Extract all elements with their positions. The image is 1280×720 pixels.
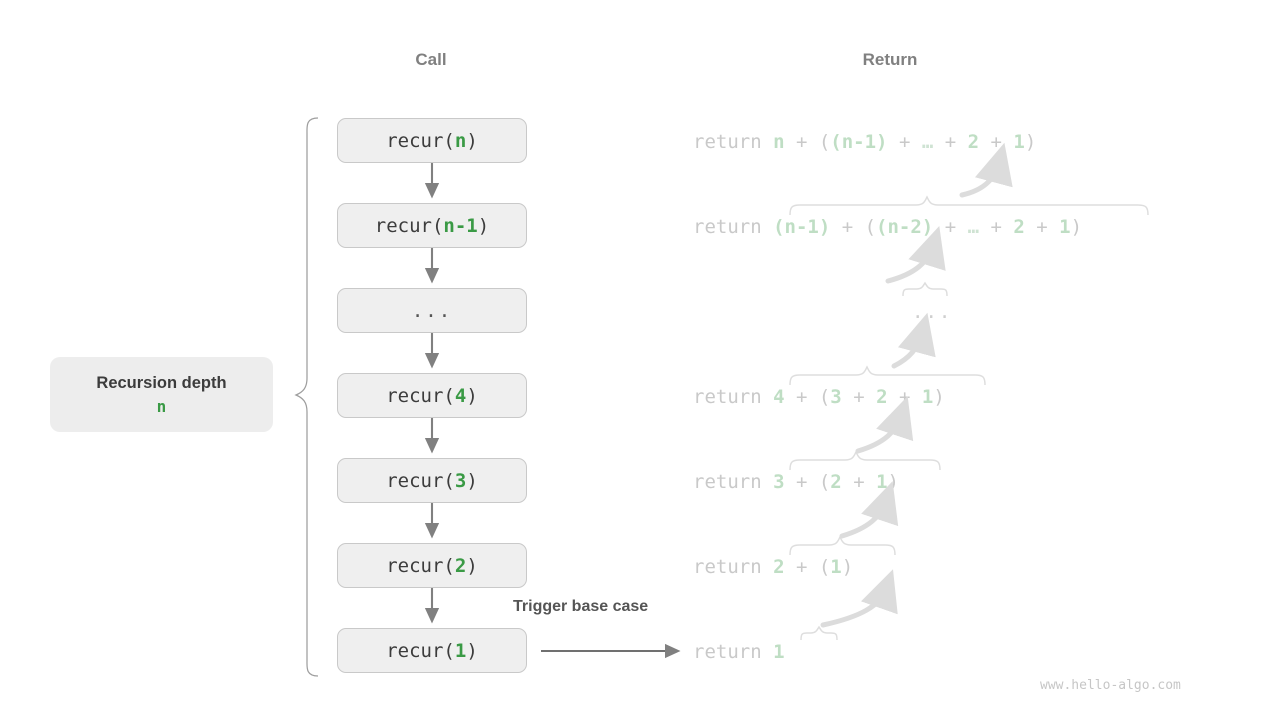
return-ellipsis: ... — [912, 301, 953, 323]
return-expression-3: return 3 + (2 + 1) — [693, 471, 899, 493]
call-frame-3: recur(3) — [337, 458, 527, 503]
call-frame-text: recur(1) — [386, 639, 478, 662]
call-frame-1: recur(1) — [337, 628, 527, 673]
recursion-depth-badge: Recursion depth n — [50, 357, 273, 432]
call-frame-n: recur(n) — [337, 118, 527, 163]
return-expression-n-1: return (n-1) + ((n-2) + … + 2 + 1) — [693, 216, 1083, 238]
return-expression-1: return 1 — [693, 641, 785, 663]
watermark: www.hello-algo.com — [1040, 678, 1181, 693]
call-frame-text: recur(n-1) — [374, 214, 490, 237]
recursion-depth-brace — [294, 117, 319, 677]
call-frame-text: recur(3) — [386, 469, 478, 492]
recursion-depth-title: Recursion depth — [96, 373, 227, 392]
trigger-base-case-label: Trigger base case — [513, 598, 649, 615]
column-header-return: Return — [862, 50, 918, 69]
column-header-call: Call — [415, 50, 447, 69]
call-frame-2: recur(2) — [337, 543, 527, 588]
return-expression-n: return n + ((n-1) + … + 2 + 1) — [693, 131, 1037, 153]
call-frame-n-1: recur(n-1) — [337, 203, 527, 248]
call-frame-text: recur(2) — [386, 554, 478, 577]
call-frame-text: recur(4) — [386, 384, 478, 407]
call-frame-4: recur(4) — [337, 373, 527, 418]
return-expression-2: return 2 + (1) — [693, 556, 854, 578]
recursion-depth-value: n — [156, 396, 167, 416]
call-frame-text: recur(n) — [386, 129, 478, 152]
ellipsis-icon: ... — [411, 299, 453, 322]
call-frame-ellipsis: ... — [337, 288, 527, 333]
return-expression-4: return 4 + (3 + 2 + 1) — [693, 386, 945, 408]
